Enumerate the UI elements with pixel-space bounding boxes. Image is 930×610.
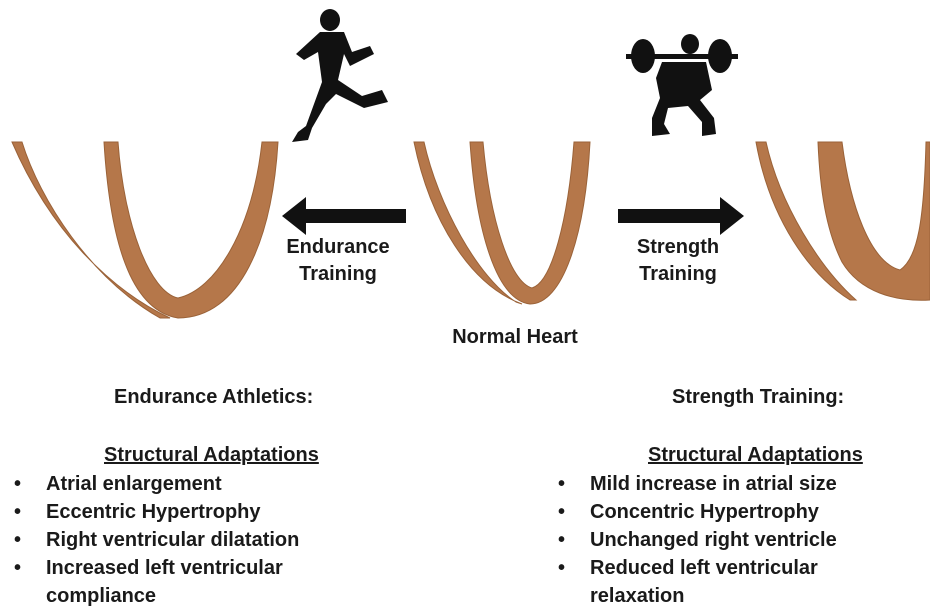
list-item-text: Right ventricular dilatation [46,529,300,551]
list-item: •Eccentric Hypertrophy [14,501,261,523]
list-item-text: Eccentric Hypertrophy [46,501,261,523]
list-item-text: Concentric Hypertrophy [590,501,819,523]
normal-heart-label: Normal Heart [452,326,578,348]
list-item: •Atrial enlargement [14,473,222,495]
weightlifter-icon [626,34,738,136]
list-item: •Unchanged right ventricle [558,529,837,551]
strength-subheading: Structural Adaptations [648,444,863,466]
list-item: •Mild increase in atrial size [558,473,837,495]
endurance-arrow [282,197,406,235]
list-item: •Right ventricular dilatation [14,529,300,551]
endurance-adaptations-list: •Atrial enlargement •Eccentric Hypertrop… [12,470,372,610]
strength-arrow-label-line1: Strength [636,236,720,258]
endurance-subheading: Structural Adaptations [104,444,319,466]
list-item-text: Unchanged right ventricle [590,529,837,551]
list-item-text: Atrial enlargement [46,473,222,495]
strength-arrow-label-line2: Training [639,263,717,285]
endurance-heart [11,141,279,319]
endurance-arrow-label-line2: Training [299,263,377,285]
strength-heading: Strength Training: [672,386,845,408]
strength-arrow-label: Strength Training [614,234,742,288]
endurance-arrow-label-line1: Endurance [286,236,390,258]
list-item: •Increased left ventricular compliance [14,557,283,607]
endurance-arrow-label: Endurance Training [272,234,404,288]
list-item: •Reduced left ventricular relaxation [558,557,818,607]
list-item-text: Increased left ventricular compliance [46,557,283,607]
list-item-text: Reduced left ventricular relaxation [590,557,818,607]
normal-heart [413,141,591,305]
list-item-text: Mild increase in atrial size [590,473,837,495]
runner-icon [292,9,388,142]
list-item: •Concentric Hypertrophy [558,501,819,523]
endurance-heading: Endurance Athletics: [114,386,314,408]
strength-arrow [618,197,744,235]
strength-adaptations-list: •Mild increase in atrial size •Concentri… [556,470,926,610]
strength-heart [755,141,930,301]
